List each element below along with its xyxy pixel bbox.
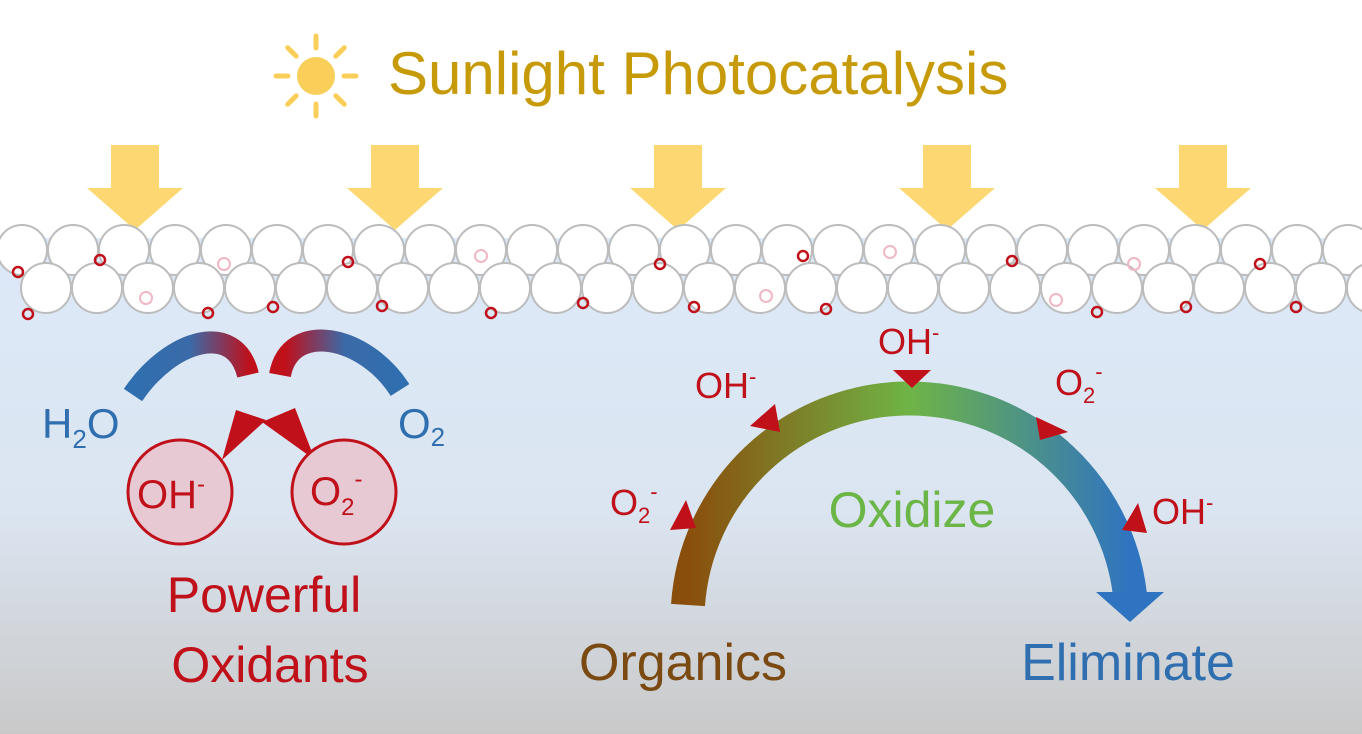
down-arrow-icon xyxy=(630,145,726,230)
catalyst-particle-icon xyxy=(734,262,786,314)
oxidants-caption-line2: Oxidants xyxy=(171,637,368,693)
charge-site xyxy=(11,265,25,279)
charge-site xyxy=(266,300,280,314)
catalyst-particle-icon xyxy=(632,262,684,314)
attack-arrowhead-icon xyxy=(750,404,780,432)
catalyst-particle-icon xyxy=(938,262,990,314)
arrowhead-icon xyxy=(222,410,266,460)
catalyst-particle-icon xyxy=(1193,262,1245,314)
oxidants-caption-line1: Powerful xyxy=(167,567,362,623)
catalyst-particle-icon xyxy=(428,262,480,314)
charge-site xyxy=(759,289,773,303)
charge-site xyxy=(1127,257,1141,271)
attack-arrowhead-icon xyxy=(893,370,931,388)
sun-ray xyxy=(285,93,299,107)
radical-label: O2- xyxy=(610,479,658,528)
oxidize-label: Oxidize xyxy=(829,482,996,538)
oxygen-to-superoxide-arrow xyxy=(269,329,410,397)
oxygen-label: O2 xyxy=(398,400,445,452)
hydroxyl-radical-label: OH- xyxy=(137,471,205,517)
attack-arrowhead-icon xyxy=(670,500,696,530)
charge-site xyxy=(1289,300,1303,314)
charge-site xyxy=(474,249,488,263)
charge-site xyxy=(341,255,355,269)
catalyst-particle-icon xyxy=(836,262,888,314)
oxidation-arc xyxy=(671,381,1147,607)
charge-site xyxy=(819,302,833,316)
catalyst-particle-icon xyxy=(683,262,735,314)
arc-arrowhead-icon xyxy=(1096,592,1164,622)
sun-ray xyxy=(285,45,299,59)
water-to-hydroxyl-arrow xyxy=(123,331,259,402)
charge-site xyxy=(217,257,231,271)
charge-site xyxy=(883,245,897,259)
charge-site xyxy=(201,306,215,320)
hydroxyl-radical-bubble xyxy=(126,438,234,546)
catalyst-particle-icon xyxy=(173,262,225,314)
charge-site xyxy=(93,253,107,267)
superoxide-radical-label: O2- xyxy=(310,466,362,521)
charge-site xyxy=(484,306,498,320)
charge-site xyxy=(1049,293,1063,307)
down-arrow-icon xyxy=(87,145,183,230)
catalyst-particle-icon xyxy=(1244,262,1296,314)
charge-site xyxy=(687,300,701,314)
catalyst-particle-icon xyxy=(20,262,72,314)
catalyst-particle-icon xyxy=(989,262,1041,314)
charge-site xyxy=(1090,305,1104,319)
radical-label: OH- xyxy=(878,320,939,362)
charge-site xyxy=(576,296,590,310)
charge-site xyxy=(796,249,810,263)
catalyst-particle-icon xyxy=(479,262,531,314)
catalyst-particle-icon xyxy=(71,262,123,314)
catalyst-particle-icon xyxy=(887,262,939,314)
catalyst-particle-icon xyxy=(275,262,327,314)
charge-site xyxy=(375,299,389,313)
charge-site xyxy=(653,257,667,271)
page-title: Sunlight Photocatalysis xyxy=(388,40,1008,107)
sun-core xyxy=(297,57,335,95)
radical-attackers: O2- OH- OH- O2- OH- xyxy=(610,320,1213,533)
organics-label: Organics xyxy=(579,634,787,692)
charge-site xyxy=(139,291,153,305)
sun-ray xyxy=(333,93,347,107)
charge-site xyxy=(1179,300,1193,314)
charge-site xyxy=(1005,254,1019,268)
superoxide-radical-bubble xyxy=(290,438,398,546)
charge-site xyxy=(21,307,35,321)
attack-arrowhead-icon xyxy=(1122,503,1147,533)
water-label: H2O xyxy=(42,400,119,454)
charge-site xyxy=(1253,257,1267,271)
down-arrow-icon xyxy=(347,145,443,230)
catalyst-particle-icon xyxy=(377,262,429,314)
oxidation-pathway: O2- OH- OH- O2- OH- Oxidize Organics Elimina… xyxy=(579,320,1235,692)
oxidant-generation: H2O O2 OH- O2- Powerful Oxidants xyxy=(42,329,445,693)
radical-label: OH- xyxy=(1152,490,1213,532)
arrowhead-icon xyxy=(262,408,315,460)
sun-icon xyxy=(273,33,359,119)
catalyst-particle-icon xyxy=(1295,262,1347,314)
catalyst-particle-icon xyxy=(1346,264,1362,312)
down-arrow-icon xyxy=(1155,145,1251,230)
catalyst-particle-icon xyxy=(122,262,174,314)
down-arrow-icon xyxy=(899,145,995,230)
catalyst-particle-icon xyxy=(1142,262,1194,314)
radical-label: OH- xyxy=(695,364,756,406)
radical-label: O2- xyxy=(1055,359,1103,408)
sun-ray xyxy=(333,45,347,59)
catalyst-particle-icon xyxy=(1322,224,1362,276)
attack-arrowhead-icon xyxy=(1036,417,1068,440)
sunlight-arrows xyxy=(87,145,1251,230)
catalyst-particle-icon xyxy=(581,262,633,314)
catalyst-layer xyxy=(0,224,1362,321)
catalyst-particle-icon xyxy=(326,262,378,314)
eliminate-label: Eliminate xyxy=(1021,634,1235,692)
catalyst-particle-icon xyxy=(1040,262,1092,314)
catalyst-particle-icon xyxy=(530,262,582,314)
